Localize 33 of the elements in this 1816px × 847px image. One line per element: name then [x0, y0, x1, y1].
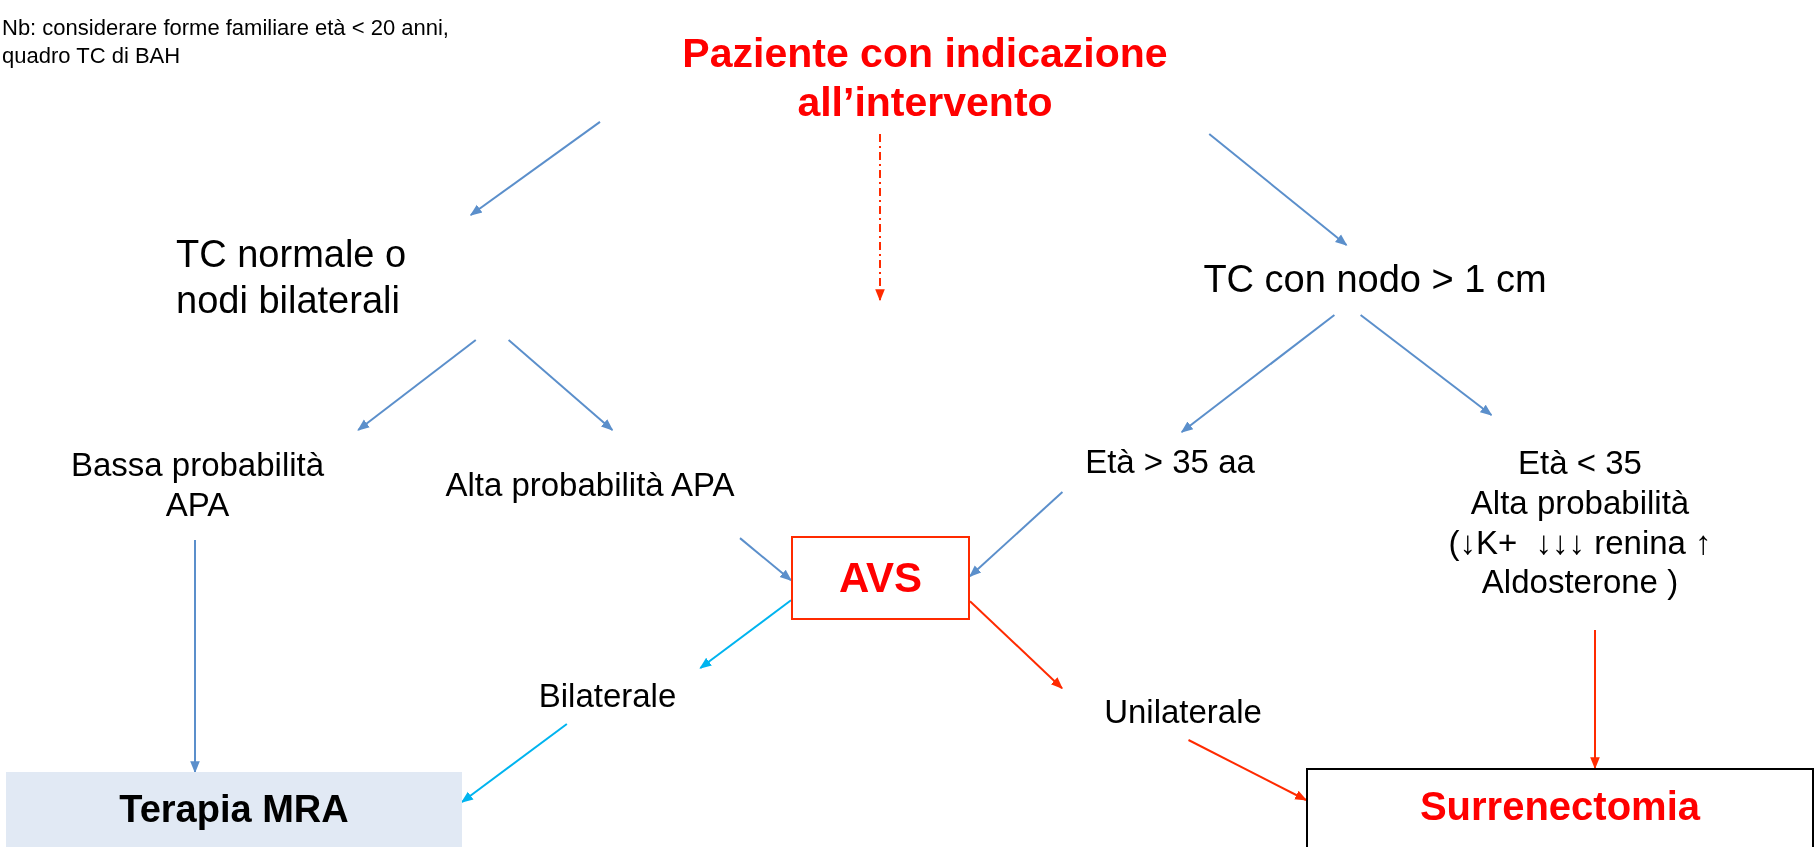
arrow [1590, 629, 1600, 770]
arrow [1180, 314, 1336, 433]
arrow [1187, 739, 1308, 801]
arrow [739, 537, 792, 582]
heading-text: Paziente con indicazione all’intervento [681, 28, 1169, 127]
arrow [699, 599, 792, 669]
process-box [1306, 768, 1814, 847]
step-label: TC normale o nodi bilaterali [176, 231, 408, 323]
step-label: Età > 35 aa [1085, 442, 1255, 482]
arrow [469, 120, 601, 216]
step-label: (↓K+ ↓↓↓ renina ↑ Aldosterone ) [1447, 522, 1713, 602]
arrow [969, 491, 1064, 578]
arrow [461, 723, 568, 803]
step-label: Bilaterale [538, 676, 677, 716]
step-label: Età < 35 [1518, 443, 1642, 483]
arrow [875, 133, 885, 302]
box-label: Terapia MRA [119, 786, 349, 832]
box-label: AVS [838, 552, 923, 603]
box-label: Surrenectomia [1419, 783, 1701, 830]
step-label: Alta probabilità APA [445, 465, 735, 505]
arrow [1359, 314, 1493, 416]
note-text: Nb: considerare forme familiare età < 20 anni, quadro TC di BAH [2, 14, 450, 69]
arrow [507, 339, 614, 431]
step-label: Bassa probabilità APA [69, 445, 326, 525]
arrow [357, 339, 477, 431]
arrow [1208, 133, 1348, 246]
arrow [190, 539, 200, 774]
step-label: TC con nodo > 1 cm [1203, 257, 1547, 303]
arrow [969, 600, 1063, 690]
step-label: Alta probabilità [1470, 482, 1690, 523]
process-box [6, 772, 462, 847]
process-box [791, 536, 970, 620]
step-label: Unilaterale [1104, 692, 1262, 732]
